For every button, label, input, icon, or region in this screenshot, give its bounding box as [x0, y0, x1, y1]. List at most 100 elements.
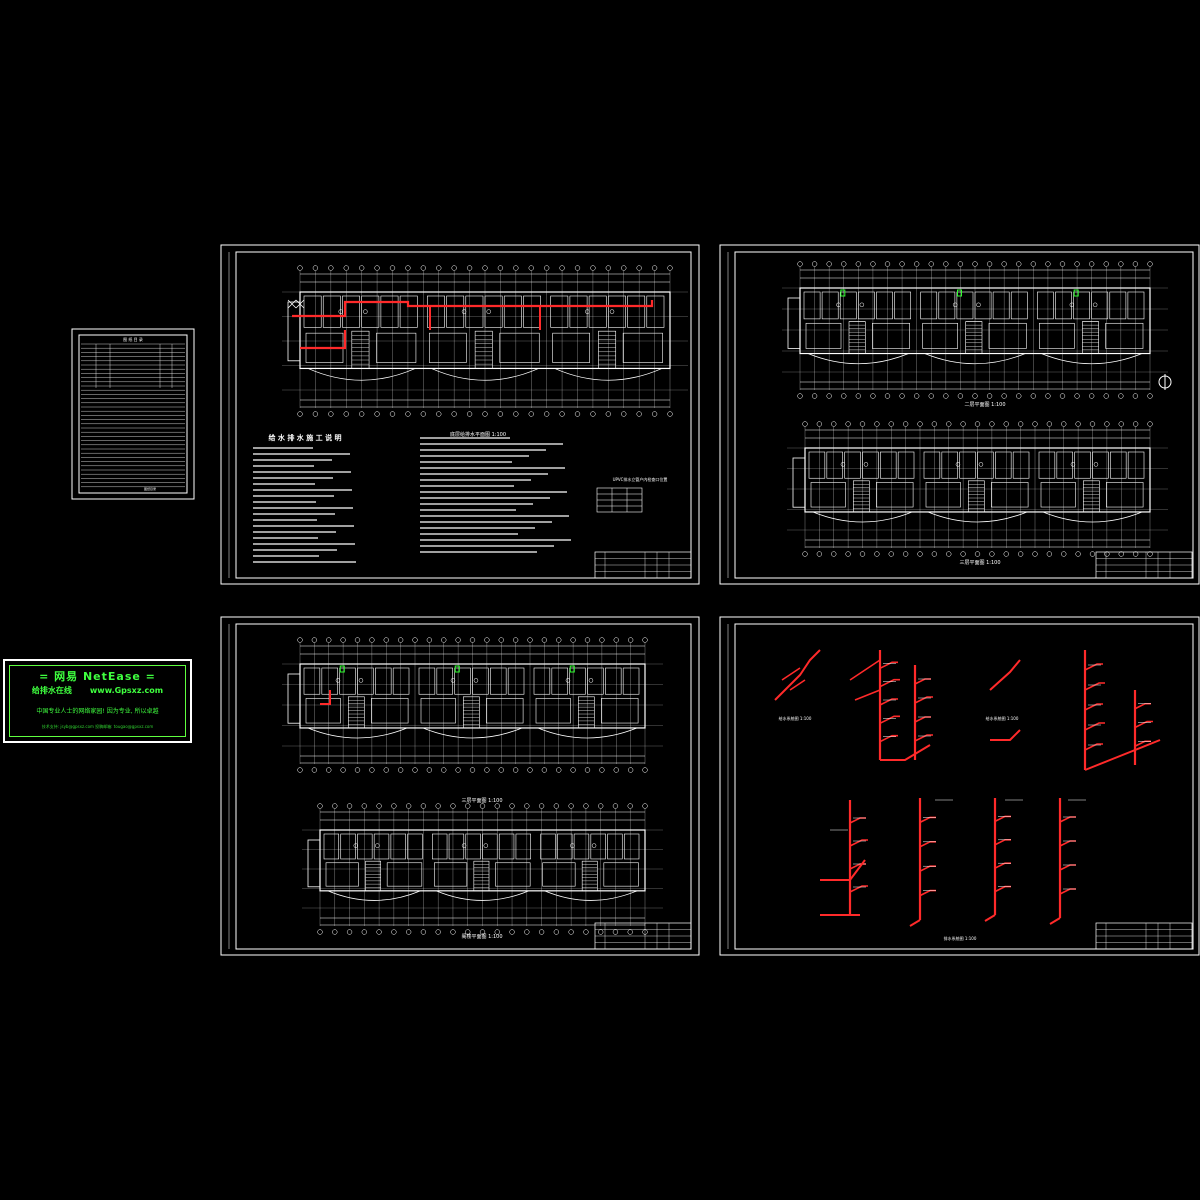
axis-bubble — [802, 551, 808, 557]
room-outline — [503, 295, 522, 328]
axis-bubble — [831, 421, 837, 427]
axis-bubble — [583, 803, 589, 809]
title-block — [1095, 551, 1193, 579]
axis-bubble — [559, 411, 565, 417]
room-outline — [375, 667, 392, 695]
title-block — [594, 922, 692, 950]
axis-bubble — [1030, 393, 1036, 399]
axis-bubble — [513, 265, 519, 271]
room-outline — [1091, 291, 1109, 320]
room-outline — [925, 482, 961, 508]
axis-bubble — [346, 803, 353, 809]
room-outline — [361, 295, 380, 328]
axis-bubble — [1075, 551, 1081, 557]
room-outline — [392, 667, 410, 695]
logo-slogan: 中国专业人士的网络家园! 因为专业, 所以卓越 — [36, 708, 159, 715]
axis-bubble — [989, 421, 995, 427]
axis-bubble — [1089, 393, 1095, 399]
logo-brand: = 网易 NetEase = — [39, 670, 156, 683]
water-supply-pipe — [300, 330, 347, 350]
axis-bubble — [1132, 393, 1139, 399]
pipe-branch — [1084, 743, 1103, 751]
axis-bubble — [405, 803, 412, 809]
pipe-branch — [1134, 720, 1153, 729]
axis-bubble — [1103, 261, 1109, 267]
room-outline — [588, 295, 607, 328]
axis-bubble — [874, 421, 880, 427]
axis-bubble — [590, 265, 596, 271]
pipe-riser-icon — [955, 462, 961, 467]
axis-bubble — [420, 411, 426, 417]
axis-bubble — [599, 767, 605, 773]
drain-pipe — [909, 919, 921, 927]
balcony-wall — [436, 890, 529, 901]
pipe-riser-icon — [450, 678, 456, 683]
room-outline — [418, 667, 436, 695]
room-outline — [995, 451, 1012, 479]
axis-bubble — [524, 803, 530, 809]
balcony-wall — [307, 727, 408, 739]
index-sheet: 图 纸 目 录 图纸目录 — [71, 328, 195, 500]
room-outline — [370, 698, 409, 724]
room-outline — [623, 833, 640, 860]
room-outline — [894, 291, 911, 320]
wing-wall — [787, 297, 801, 349]
axis-bubble — [1089, 261, 1095, 267]
logo-contact: 技术支持: jsyb@gpsxz.com 投稿邮箱: tougao@gpsxz.… — [41, 724, 154, 729]
pipe-riser-icon — [375, 843, 380, 848]
room-outline — [1106, 482, 1144, 508]
room-outline — [590, 833, 606, 860]
room-outline — [938, 291, 956, 320]
room-outline — [1037, 291, 1054, 320]
pipe-riser-icon — [1069, 302, 1075, 308]
room-outline — [535, 698, 571, 724]
axis-bubble — [888, 421, 894, 427]
axis-bubble — [1147, 421, 1153, 427]
room-outline — [507, 667, 525, 695]
pipe-riser-icon — [976, 302, 981, 308]
water-supply-pipe — [774, 649, 821, 701]
axis-bubble — [369, 637, 375, 643]
axis-bubble — [599, 637, 605, 643]
axis-bubble — [636, 411, 642, 417]
room-outline — [992, 291, 1010, 320]
pipe-riser-icon — [863, 462, 869, 467]
pipe-riser-icon — [952, 302, 958, 308]
room-outline — [357, 667, 374, 695]
north-arrow-icon — [1158, 374, 1172, 390]
room-outline — [923, 451, 941, 479]
room-outline — [858, 291, 875, 320]
axis-bubble — [451, 411, 457, 417]
room-outline — [862, 451, 879, 479]
room-outline — [448, 833, 465, 860]
room-outline — [540, 833, 556, 860]
axis-bubble — [369, 767, 375, 773]
room-outline — [557, 833, 573, 860]
room-outline — [922, 322, 958, 349]
axis-bubble — [359, 265, 365, 271]
axis-bubble — [465, 929, 471, 935]
axis-bubble — [405, 265, 411, 271]
axis-bubble — [568, 929, 574, 935]
ground-floor-plan — [282, 265, 688, 417]
pipe-riser-icon — [1070, 462, 1076, 467]
balcony-wall — [307, 368, 416, 381]
ground-floor-plan-title: 底层给排水平面图 1:100 — [450, 431, 506, 438]
room-outline — [988, 322, 1027, 349]
room-outline — [542, 862, 576, 887]
room-outline — [472, 667, 489, 695]
title-block — [594, 551, 692, 579]
axis-bubble — [667, 411, 673, 417]
axis-bubble — [361, 803, 367, 809]
axis-bubble — [1059, 393, 1066, 399]
axis-bubble — [899, 261, 905, 267]
pipe-riser-icon — [588, 678, 594, 683]
drain-pipe — [820, 859, 866, 881]
axis-bubble — [297, 767, 303, 773]
axis-bubble — [479, 803, 486, 809]
axis-bubble — [613, 637, 619, 643]
axis-bubble — [312, 265, 319, 271]
axis-bubble — [621, 411, 627, 417]
axis-bubble — [811, 261, 818, 267]
